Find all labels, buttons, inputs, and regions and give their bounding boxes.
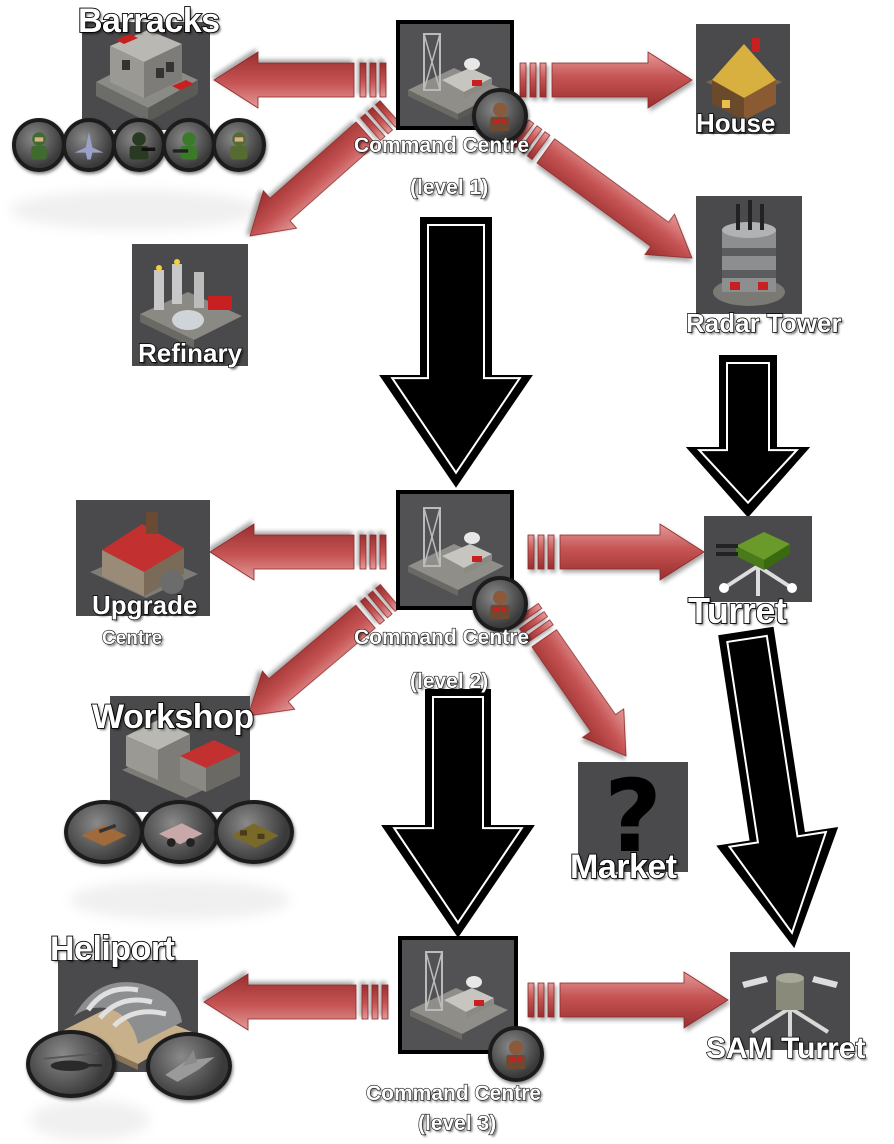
arrow-cc1-to-barracks: [213, 51, 387, 109]
house-label: House: [695, 107, 776, 138]
upgrade-centre-building[interactable]: [76, 500, 210, 616]
market-building[interactable]: ?: [578, 762, 688, 872]
turret-building[interactable]: [704, 516, 812, 602]
helicopter-unit-icon[interactable]: [26, 1030, 116, 1098]
command-centre-3-label: Command Centre: [365, 1081, 542, 1105]
house-building[interactable]: [696, 24, 790, 134]
arrow-radar-to-turret-shape: [685, 355, 811, 518]
question-mark-icon: ?: [603, 758, 662, 875]
arrow-cc1-to-barracks-shape: [213, 51, 355, 109]
grenadier-unit-icon[interactable]: [212, 118, 266, 172]
arrow-cc3-to-heliport-shape: [203, 973, 357, 1031]
command-centre-icon: [402, 940, 514, 1050]
upgrade-centre-icon: [76, 500, 210, 616]
barracks-icon: [82, 22, 210, 130]
workshop-unit-row: [64, 800, 294, 866]
arrow-cc2-to-upgrade: [209, 523, 387, 581]
apc-unit-icon[interactable]: [214, 800, 294, 864]
arrow-cc2-to-upgrade-shape: [209, 523, 355, 581]
arrow-cc1-to-house-shape: [551, 51, 693, 109]
radar-tower-icon: [696, 196, 802, 314]
arrow-radar-to-turret: [685, 355, 811, 518]
upgrade-centre-label: Upgrade: [91, 589, 198, 620]
radar-tower-building[interactable]: [696, 196, 802, 314]
turret-label: Turret: [687, 589, 788, 632]
commando-unit-icon[interactable]: [112, 118, 166, 172]
sam-turret-building[interactable]: [730, 952, 850, 1050]
command-centre-1-level: (level 1): [409, 175, 489, 199]
barracks-label: Barracks: [77, 1, 221, 41]
armored-car-unit-icon[interactable]: [140, 800, 220, 864]
workshop-icon: [110, 696, 250, 812]
command-centre-2-label: Command Centre: [353, 625, 530, 649]
jet-unit-icon[interactable]: [62, 118, 116, 172]
arrow-turret-to-sam-shape: [716, 626, 839, 949]
arrow-cc2-to-cc3-shape: [381, 689, 535, 938]
arrow-cc2-to-market-shape: [531, 629, 627, 757]
arrow-cc1-to-cc2: [379, 217, 533, 488]
arrow-cc3-to-sam-shape: [559, 971, 729, 1029]
arrow-cc1-to-refinery: [249, 100, 401, 237]
arrow-cc2-to-workshop: [247, 583, 401, 717]
sam-turret-icon: [730, 952, 850, 1050]
arrow-cc1-to-refinery-shape: [249, 121, 377, 237]
arrow-cc3-to-sam: [527, 971, 729, 1029]
house-icon: [696, 24, 790, 134]
radar-tower-label: Radar Tower: [685, 307, 842, 338]
upgrade-centre-label-2: Centre: [101, 627, 163, 649]
refinery-label: Refinary: [137, 337, 243, 368]
sam-turret-label: SAM Turret: [705, 1031, 866, 1065]
barracks-unit-row: [12, 118, 274, 174]
arrow-turret-to-sam: [716, 626, 839, 949]
workshop-label: Workshop: [91, 697, 255, 737]
arrow-cc2-to-turret: [527, 523, 705, 581]
heliport-unit-row: [26, 1030, 236, 1100]
command-centre-2-level: (level 2): [409, 669, 489, 693]
commander-unit-icon[interactable]: [488, 1026, 544, 1082]
command-centre-level-1[interactable]: [396, 20, 514, 130]
heliport-label: Heliport: [49, 929, 176, 969]
refinery-building[interactable]: [132, 244, 248, 366]
command-centre-icon: [400, 494, 510, 606]
rifleman-unit-icon[interactable]: [162, 118, 216, 172]
command-centre-1-label: Command Centre: [353, 133, 530, 157]
gunship-unit-icon[interactable]: [146, 1032, 232, 1100]
barracks-building[interactable]: [82, 22, 210, 130]
arrow-cc2-to-workshop-shape: [247, 604, 376, 717]
arrow-cc3-to-heliport: [203, 973, 389, 1031]
soldier-unit-icon[interactable]: [12, 118, 66, 172]
arrow-cc2-to-cc3: [381, 689, 535, 938]
turret-icon: [704, 516, 812, 602]
market-label: Market: [569, 847, 678, 887]
commander-unit-icon[interactable]: [472, 88, 528, 144]
workshop-building[interactable]: [110, 696, 250, 812]
tank-unit-icon[interactable]: [64, 800, 144, 864]
arrow-cc1-to-radar: [510, 119, 693, 259]
commander-unit-icon[interactable]: [472, 576, 528, 632]
arrow-cc1-to-house: [519, 51, 693, 109]
refinery-icon: [132, 244, 248, 366]
arrow-cc1-to-radar-shape: [536, 138, 693, 259]
arrow-cc2-to-turret-shape: [559, 523, 705, 581]
arrow-cc1-to-cc2-shape: [379, 217, 533, 488]
arrow-cc2-to-market: [513, 602, 627, 757]
command-centre-3-level: (level 3): [417, 1111, 497, 1135]
